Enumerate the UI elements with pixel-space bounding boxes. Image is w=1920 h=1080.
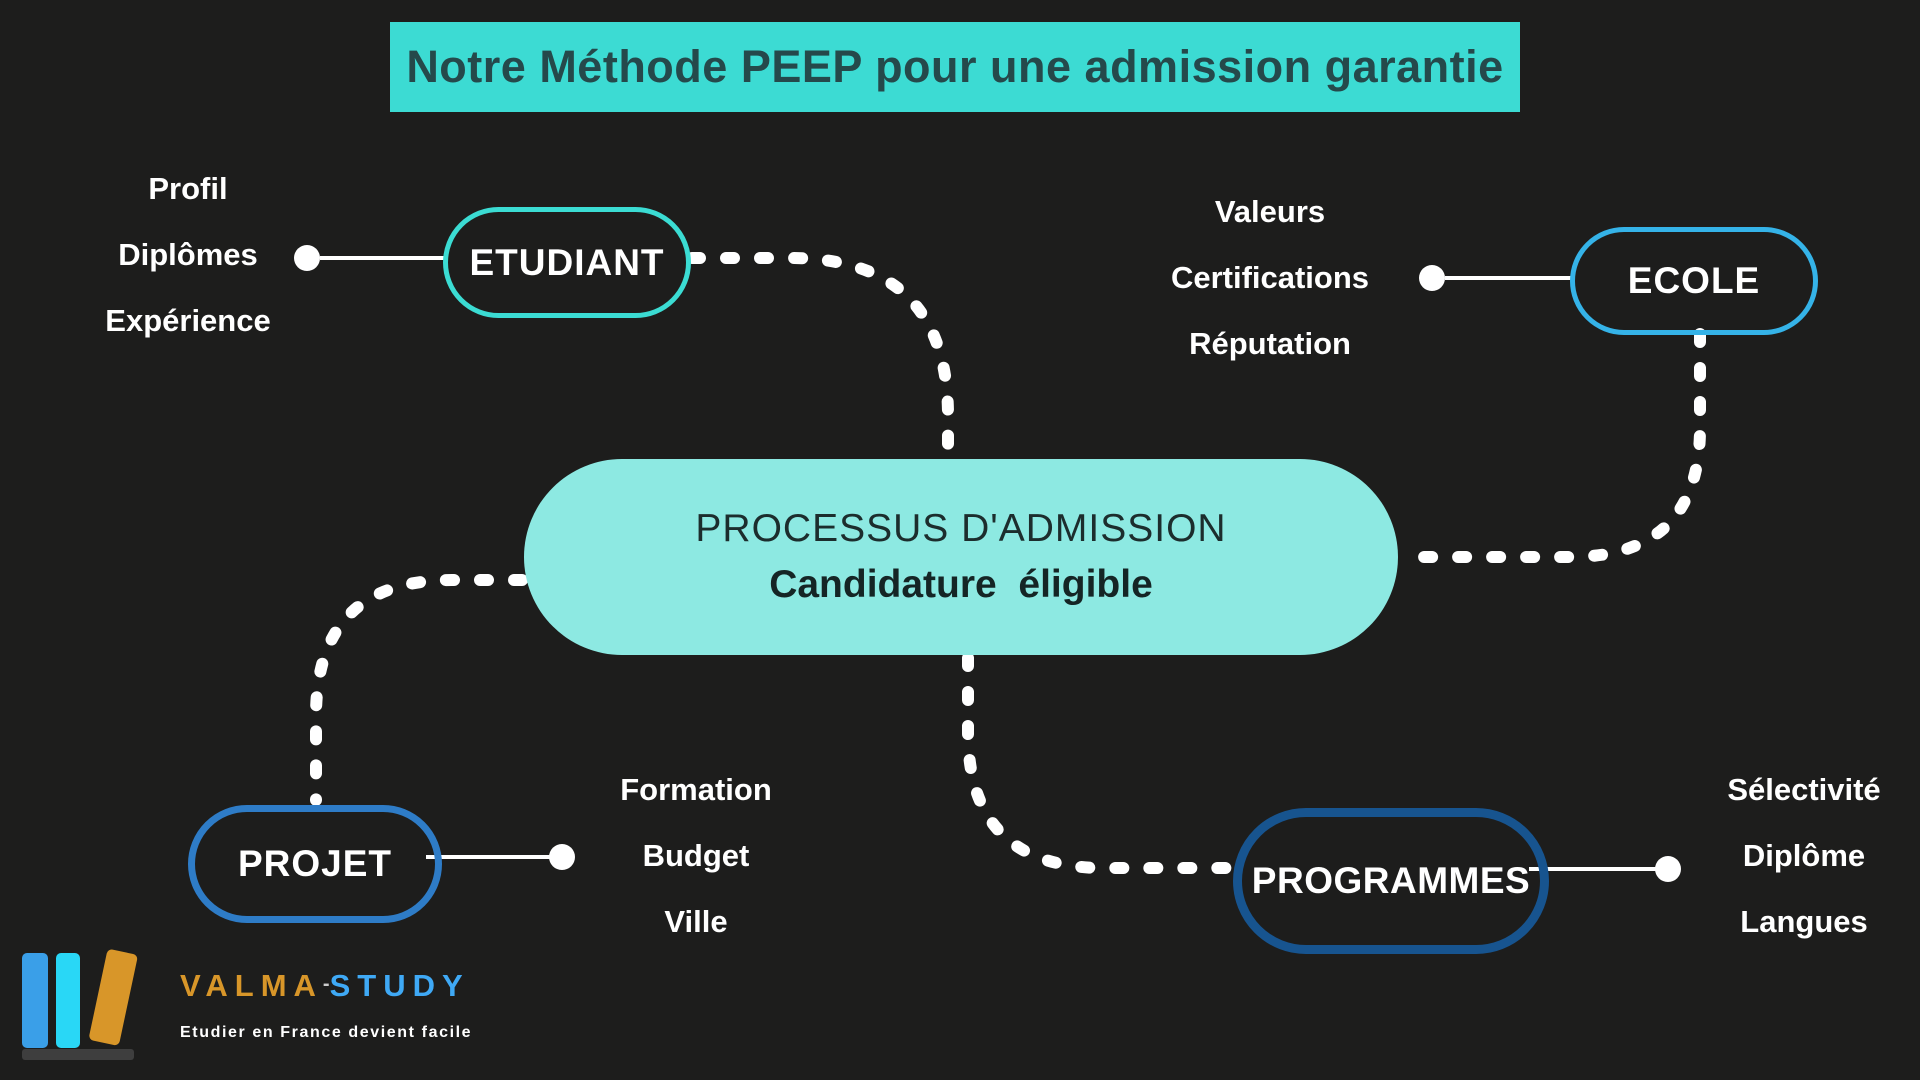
page-title: Notre Méthode PEEP pour une admission ga… [406,41,1504,92]
brand-name: VALMA-STUDY [180,968,470,1004]
dotted-connector-etudiant-center [686,252,954,458]
connector-dot-programmes [1655,856,1681,882]
projet-criteria-list: Formation Budget Ville [546,757,846,955]
ecole-criteria-list: Valeurs Certifications Réputation [1120,179,1420,377]
dotted-connector-center-projet [310,574,528,806]
brand-part1: VALMA [180,968,323,1003]
node-etudiant: ETUDIANT [443,207,691,318]
node-projet: PROJET [188,805,442,923]
connector-dot-etudiant [294,245,320,271]
dotted-connector-ecole-center [1396,328,1706,563]
node-programmes: PROGRAMMES [1233,808,1549,954]
list-item: Formation [620,772,772,807]
list-item: Diplôme [1742,838,1866,873]
list-item: Certifications [1170,260,1370,295]
connector-dot-ecole [1419,265,1445,291]
brand-tagline: Etudier en France devient facile [180,1024,473,1041]
brand-part2: STUDY [329,968,470,1003]
book-icon [56,953,80,1048]
list-item: Langues [1740,904,1868,939]
node-ecole: ECOLE [1570,227,1818,335]
connector-dot-projet [549,844,575,870]
list-item: Ville [664,904,728,939]
node-programmes-label: PROGRAMMES [1251,860,1531,901]
list-item: Diplômes [118,237,258,272]
etudiant-criteria-list: Profil Diplômes Expérience [48,156,328,354]
shelf-icon [22,1049,134,1060]
list-item: Valeurs [1214,194,1326,229]
dotted-connector-center-programmes [962,652,1238,874]
title-banner: Notre Méthode PEEP pour une admission ga… [390,22,1520,112]
list-item: Sélectivité [1727,772,1881,807]
list-item: Profil [148,171,228,206]
list-item: Expérience [105,303,271,338]
brand-separator: - [322,973,330,995]
node-etudiant-label: ETUDIANT [469,241,665,283]
center-node-title: PROCESSUS D'ADMISSION [695,507,1227,550]
programmes-criteria-list: Sélectivité Diplôme Langues [1674,757,1920,955]
list-item: Budget [642,838,750,873]
list-item: Réputation [1189,326,1351,361]
node-ecole-label: ECOLE [1627,260,1761,301]
node-projet-label: PROJET [237,843,393,884]
book-icon [22,953,48,1048]
node-processus-admission: PROCESSUS D'ADMISSION Candidature éligib… [524,459,1398,655]
center-node-subtitle: Candidature éligible [769,563,1153,606]
